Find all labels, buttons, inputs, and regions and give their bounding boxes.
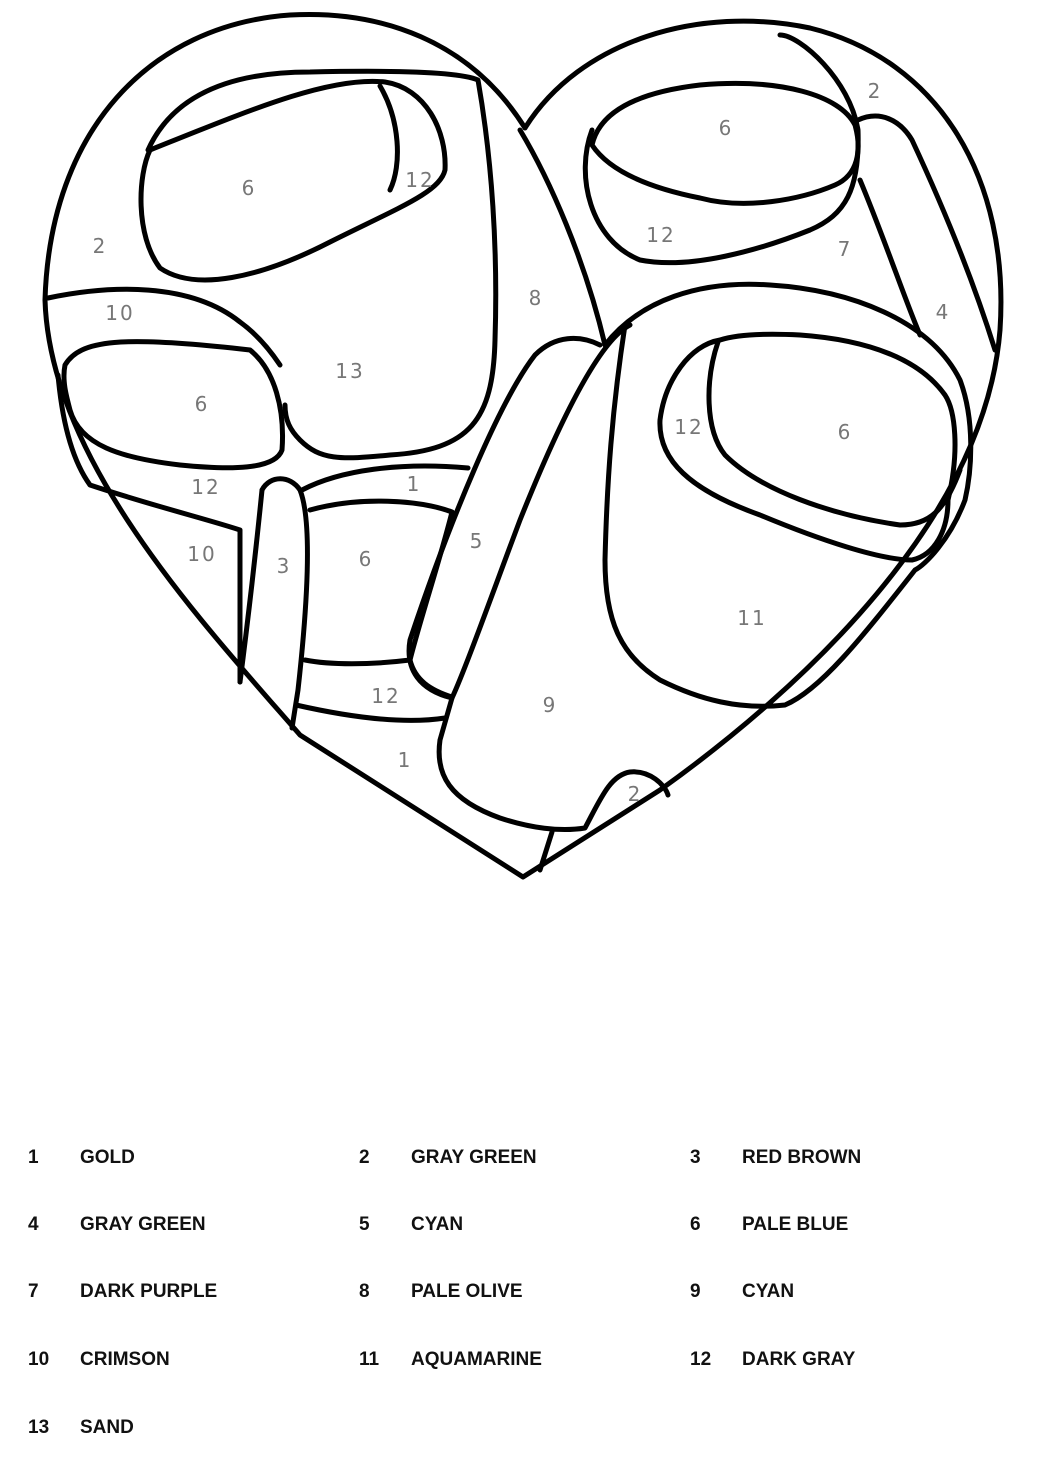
center-crewmate-side bbox=[449, 322, 633, 701]
legend-color-name: DARK PURPLE bbox=[80, 1281, 218, 1302]
region-label: 13 bbox=[335, 359, 364, 383]
region-label: 10 bbox=[105, 301, 134, 325]
legend-number: 4 bbox=[28, 1214, 39, 1235]
right-crewmate-visor bbox=[657, 331, 958, 563]
small-crewmate-body bbox=[55, 372, 243, 685]
legend-number: 8 bbox=[359, 1281, 370, 1302]
crewmate-visor-outline bbox=[138, 78, 448, 283]
region-label: 12 bbox=[646, 223, 675, 247]
tr-crewmate-visor bbox=[589, 80, 861, 206]
region-label: 5 bbox=[470, 529, 485, 553]
legend-number: 7 bbox=[28, 1281, 39, 1302]
lying-crewmate-bottom bbox=[293, 702, 448, 723]
legend-number: 13 bbox=[28, 1417, 50, 1438]
center-crewmate-foot bbox=[537, 829, 555, 873]
heart-outline bbox=[42, 11, 1004, 880]
legend-number: 2 bbox=[359, 1147, 370, 1168]
region-label: 6 bbox=[359, 547, 374, 571]
legend-number: 5 bbox=[359, 1214, 370, 1235]
legend-color-name: SAND bbox=[80, 1417, 134, 1438]
region-label: 12 bbox=[405, 168, 434, 192]
legend-color-name: RED BROWN bbox=[742, 1147, 862, 1168]
region-label: 4 bbox=[936, 300, 951, 324]
region-label: 6 bbox=[242, 176, 257, 200]
region-label: 2 bbox=[628, 782, 643, 806]
region-label: 2 bbox=[93, 234, 108, 258]
legend-color-name: GRAY GREEN bbox=[80, 1214, 206, 1235]
tr-crewmate-side bbox=[857, 177, 923, 338]
legend-number: 6 bbox=[690, 1214, 701, 1235]
region-label: 1 bbox=[407, 472, 422, 496]
legend-number: 3 bbox=[690, 1147, 701, 1168]
legend-number: 11 bbox=[359, 1349, 380, 1370]
legend-number: 1 bbox=[28, 1147, 39, 1168]
legend-color-name: CRIMSON bbox=[80, 1349, 170, 1370]
right-crewmate-body bbox=[602, 281, 974, 709]
region-label: 11 bbox=[737, 606, 766, 630]
region-label: 6 bbox=[719, 116, 734, 140]
small-crewmate-leg2 bbox=[237, 487, 265, 685]
legend-number: 9 bbox=[690, 1281, 701, 1302]
legend-color-name: DARK GRAY bbox=[742, 1349, 856, 1370]
region-label: 12 bbox=[371, 684, 400, 708]
legend-color-name: GOLD bbox=[80, 1147, 135, 1168]
legend-number: 10 bbox=[28, 1349, 50, 1370]
small-crewmate-visor bbox=[61, 339, 285, 471]
right-crewmate-visor-inner bbox=[706, 339, 963, 528]
region-label: 8 bbox=[529, 286, 544, 310]
legend-color-name: CYAN bbox=[411, 1214, 464, 1235]
region-label: 10 bbox=[187, 542, 216, 566]
legend-color-name: AQUAMARINE bbox=[411, 1349, 542, 1370]
region-label: 12 bbox=[674, 415, 703, 439]
tr-crewmate-body bbox=[582, 32, 861, 266]
crewmate-body-outline bbox=[145, 68, 499, 461]
crewmate-backpack-line bbox=[45, 286, 283, 368]
legend-color-name: CYAN bbox=[742, 1281, 795, 1302]
crewmate-visor-inner bbox=[377, 83, 400, 193]
region-label: 7 bbox=[838, 237, 853, 261]
legend-color-name: GRAY GREEN bbox=[411, 1147, 537, 1168]
heart-coloring-artwork: 2 6 12 10 6 13 8 12 1 6 5 3 10 12 1 9 2 … bbox=[42, 11, 1004, 880]
region-label: 12 bbox=[191, 475, 220, 499]
region-label: 3 bbox=[277, 554, 292, 578]
legend-color-name: PALE BLUE bbox=[742, 1214, 849, 1235]
center-crewmate-outline bbox=[406, 335, 671, 832]
center-divider bbox=[517, 127, 608, 348]
legend-number: 12 bbox=[690, 1349, 712, 1370]
legend-color-name: PALE OLIVE bbox=[411, 1281, 523, 1302]
small-crewmate-leg bbox=[259, 476, 310, 731]
lying-crewmate-top bbox=[299, 463, 471, 493]
region-label: 6 bbox=[838, 420, 853, 444]
tr-crewmate-backpack bbox=[855, 113, 998, 353]
region-label: 6 bbox=[195, 392, 210, 416]
region-label: 2 bbox=[868, 79, 883, 103]
region-label: 9 bbox=[543, 693, 558, 717]
region-label: 1 bbox=[398, 748, 413, 772]
